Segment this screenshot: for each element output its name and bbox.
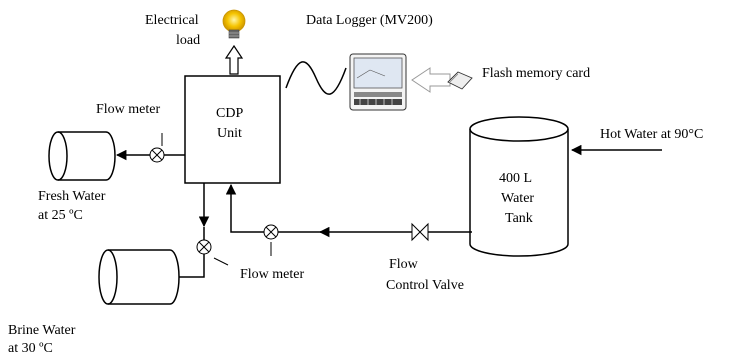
fresh-water-label-line1: Fresh Water bbox=[38, 189, 106, 204]
signal-wave bbox=[285, 61, 347, 95]
supply-pipe-to-unit bbox=[225, 183, 264, 233]
cdp-unit-label-line1: CDP bbox=[216, 106, 243, 121]
flow-meter-icon bbox=[149, 147, 165, 163]
brine-water-label-line1: Brine Water bbox=[8, 323, 76, 338]
card-transfer-arrow bbox=[411, 67, 451, 93]
flash-card-label: Flash memory card bbox=[482, 66, 590, 81]
flow-meter-top-label: Flow meter bbox=[96, 102, 160, 117]
data-logger-icon bbox=[349, 53, 407, 111]
light-bulb-icon bbox=[222, 9, 246, 39]
flash-memory-card-icon bbox=[447, 71, 473, 90]
tank-label-line1: 400 L bbox=[499, 171, 532, 186]
cdp-unit-box bbox=[184, 75, 281, 184]
power-output-arrow bbox=[224, 44, 244, 75]
valve-icon bbox=[411, 222, 429, 242]
brine-water-tank bbox=[98, 249, 180, 305]
fresh-water-tank bbox=[48, 131, 116, 181]
electrical-load-label-line1: Electrical bbox=[145, 13, 199, 28]
tank-label-line3: Tank bbox=[505, 211, 533, 226]
flow-control-valve-label-line1: Flow bbox=[389, 257, 419, 272]
hot-water-label: Hot Water at 90°C bbox=[600, 127, 703, 142]
fresh-water-label-line2: at 25 ºC bbox=[38, 208, 83, 223]
flow-meter-bottom-label: Flow meter bbox=[240, 267, 304, 282]
flow-meter-bottom-pointer bbox=[213, 257, 229, 266]
brine-water-label-line2: at 30 ºC bbox=[8, 341, 53, 356]
data-logger-label: Data Logger (MV200) bbox=[306, 13, 433, 28]
flow-meter-icon bbox=[263, 224, 279, 240]
flow-control-valve-label-line2: Control Valve bbox=[386, 278, 464, 293]
brine-pipe-to-tank bbox=[179, 254, 205, 278]
water-tank-400l bbox=[469, 116, 569, 257]
tank-label-line2: Water bbox=[501, 191, 534, 206]
cdp-unit-label-line2: Unit bbox=[217, 126, 242, 141]
electrical-load-label-line2: load bbox=[176, 33, 200, 48]
flow-meter-icon bbox=[196, 239, 212, 255]
